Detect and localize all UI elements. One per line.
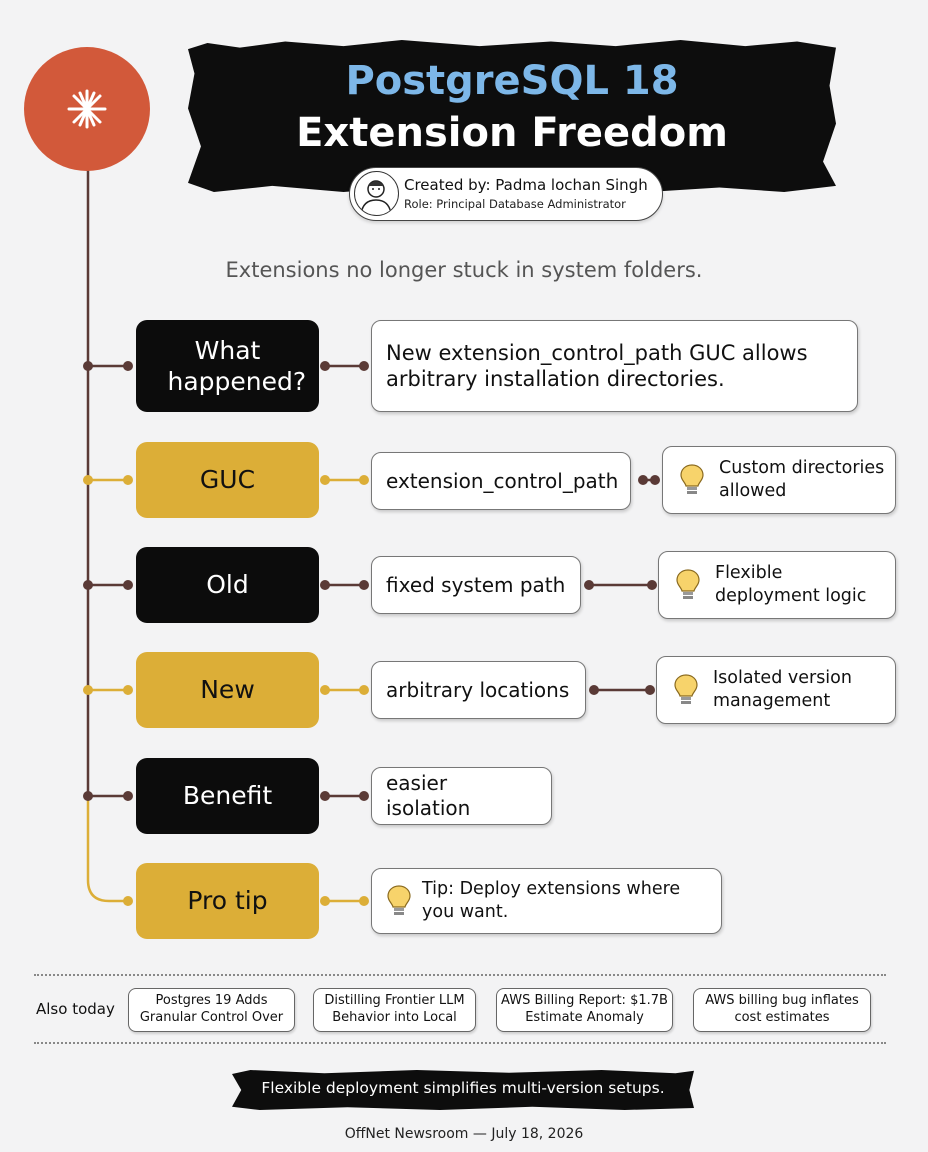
row-note-guc: Custom directories allowed xyxy=(662,446,896,514)
also-today-item-text: Distilling Frontier LLM Behavior into Lo… xyxy=(324,993,465,1025)
row-detail-text: Tip: Deploy extensions where you want. xyxy=(422,879,681,922)
row-label-new: New xyxy=(136,652,319,728)
row-label-what-happened: What happened? xyxy=(136,320,319,412)
also-today-item[interactable]: AWS Billing Report: $1.7B Estimate Anoma… xyxy=(496,988,673,1032)
portrait-icon xyxy=(360,180,392,215)
divider-bottom xyxy=(34,1042,886,1044)
also-today-item-text: AWS billing bug inflates cost estimates xyxy=(705,993,859,1025)
also-today-item[interactable]: AWS billing bug inflates cost estimates xyxy=(693,988,871,1032)
row-label-text: Benefit xyxy=(182,781,273,811)
also-today-label: Also today xyxy=(36,1000,115,1018)
lightbulb-icon xyxy=(674,674,698,704)
logo-badge xyxy=(24,47,150,171)
row-note-old: Flexible deployment logic xyxy=(658,551,896,619)
row-label-text: New xyxy=(200,675,255,705)
row-label-text: Old xyxy=(206,570,249,600)
row-detail-guc: extension_control_path xyxy=(371,452,631,510)
row-detail-text: fixed system path xyxy=(386,572,566,597)
row-detail-new: arbitrary locations xyxy=(371,661,586,719)
also-today-item-text: Postgres 19 Adds Granular Control Over xyxy=(139,993,284,1025)
lightbulb-icon xyxy=(676,569,700,599)
lightbulb-icon xyxy=(387,885,411,915)
subtitle: Extensions no longer stuck in system fol… xyxy=(225,258,703,282)
row-label-text: GUC xyxy=(199,465,256,495)
row-detail-benefit: easier isolation xyxy=(371,767,552,825)
also-today-item[interactable]: Postgres 19 Adds Granular Control Over xyxy=(128,988,295,1032)
row-detail-what-happened: New extension_control_path GUC allows ar… xyxy=(371,320,858,412)
avatar xyxy=(354,171,399,216)
also-today-item[interactable]: Distilling Frontier LLM Behavior into Lo… xyxy=(313,988,476,1032)
row-label-text: Pro tip xyxy=(187,886,268,916)
title-line-1: PostgreSQL 18 xyxy=(345,58,679,104)
row-label-guc: GUC xyxy=(136,442,319,518)
author-role: Role: Principal Database Administrator xyxy=(404,197,626,211)
title-line-2: Extension Freedom xyxy=(296,110,728,156)
asterisk-icon xyxy=(67,89,107,129)
footer-tagline: Flexible deployment simplifies multi-ver… xyxy=(261,1079,665,1097)
lightbulb-icon xyxy=(680,464,704,494)
row-detail-text: easier isolation xyxy=(386,771,471,820)
row-note-new: Isolated version management xyxy=(656,656,896,724)
row-detail-text: extension_control_path xyxy=(386,468,619,493)
row-label-benefit: Benefit xyxy=(136,758,319,834)
row-note-text: Flexible deployment logic xyxy=(715,563,867,606)
also-today-item-text: AWS Billing Report: $1.7B Estimate Anoma… xyxy=(501,993,668,1025)
row-detail-pro-tip: Tip: Deploy extensions where you want. xyxy=(371,868,722,934)
row-note-text: Isolated version management xyxy=(713,668,852,711)
author-card xyxy=(349,167,663,221)
row-detail-old: fixed system path xyxy=(371,556,581,614)
row-detail-text: arbitrary locations xyxy=(386,677,570,702)
row-label-old: Old xyxy=(136,547,319,623)
row-detail-text: New extension_control_path GUC allows ar… xyxy=(386,340,808,391)
divider-top xyxy=(34,974,886,976)
footer-credit: OffNet Newsroom — July 18, 2026 xyxy=(344,1126,584,1142)
row-label-pro-tip: Pro tip xyxy=(136,863,319,939)
footer-banner xyxy=(232,1070,694,1110)
row-note-text: Custom directories allowed xyxy=(719,458,885,501)
row-label-text: What happened? xyxy=(167,335,307,396)
title-banner xyxy=(188,40,836,192)
author-name: Created by: Padma lochan Singh xyxy=(404,176,648,194)
